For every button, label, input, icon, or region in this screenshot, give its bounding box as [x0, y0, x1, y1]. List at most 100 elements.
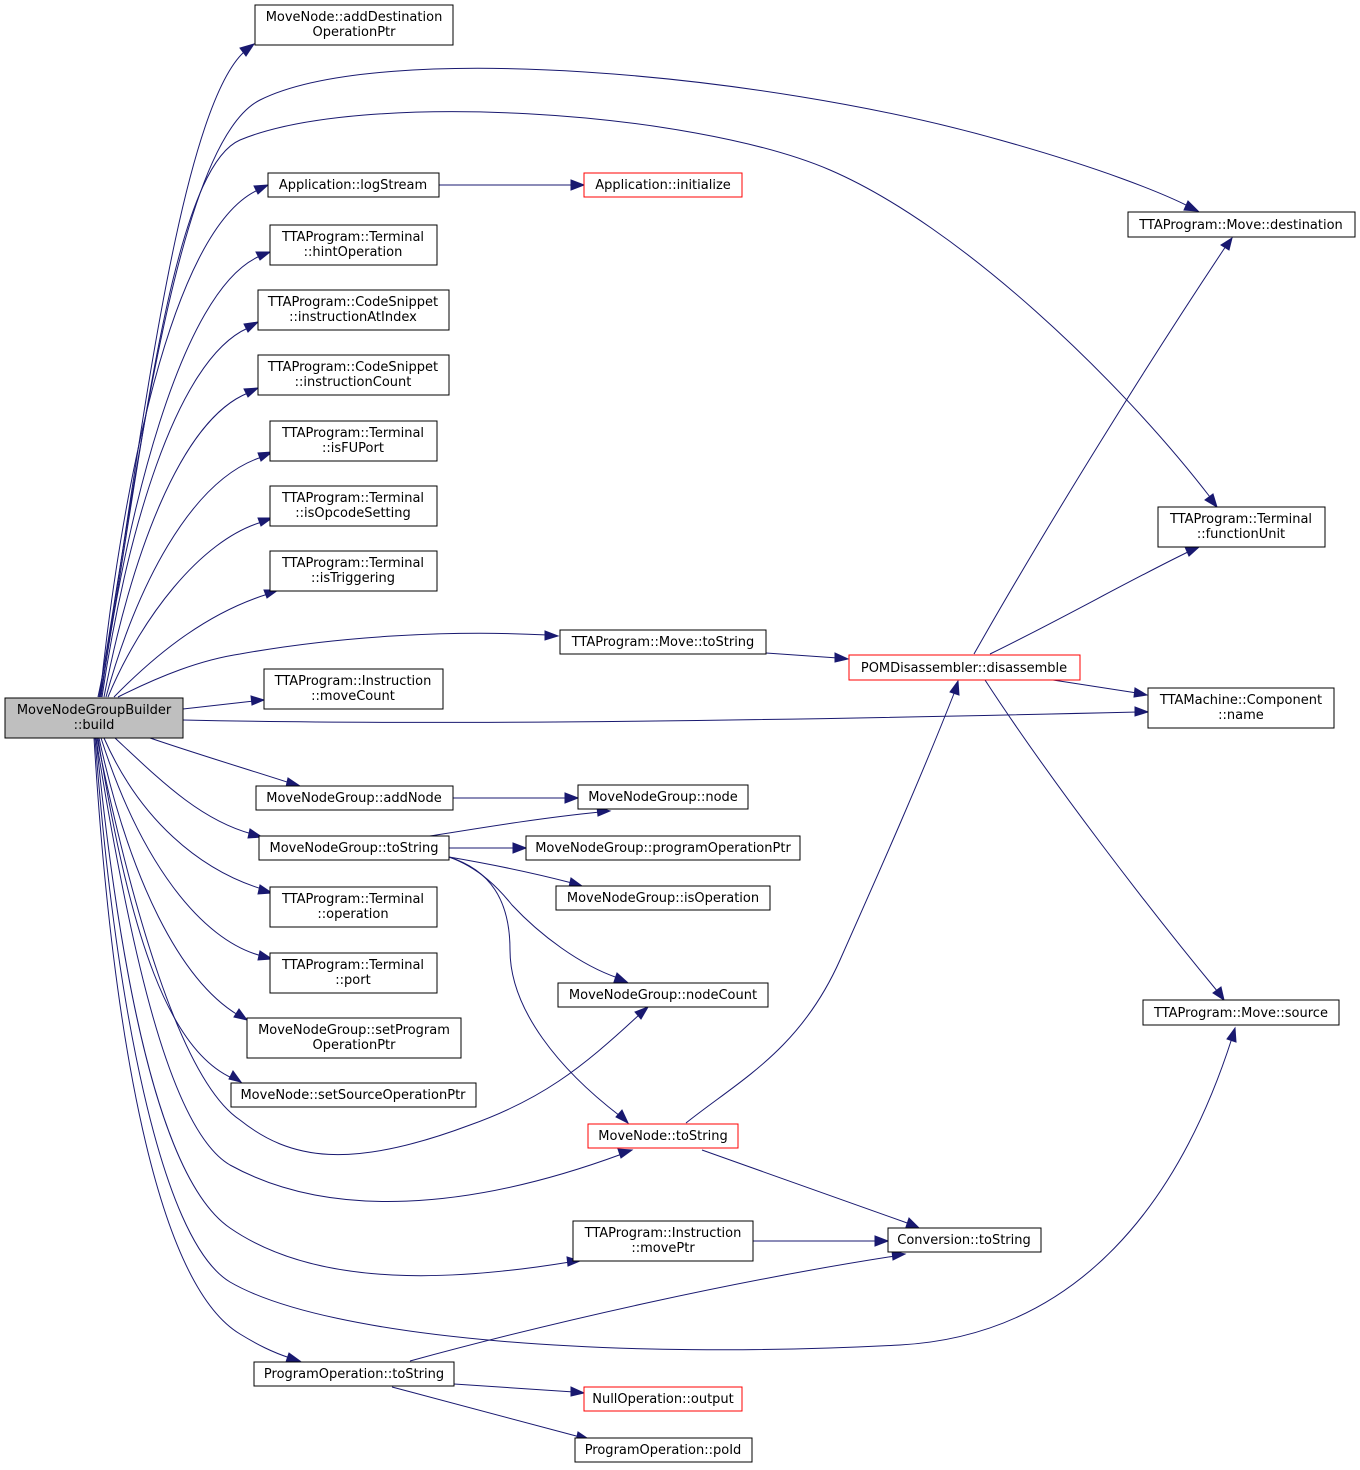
arrowhead	[1133, 687, 1149, 698]
node-label: TTAProgram::Move::source	[1153, 1006, 1328, 1021]
node-terminal-istriggering[interactable]: TTAProgram::Terminal ::isTriggering	[269, 550, 438, 592]
node-movenodegroup-setprogramoperationptr[interactable]: MoveNodeGroup::setProgram OperationPtr	[246, 1017, 462, 1059]
edge-mngToStr-mnToStr	[448, 856, 621, 1117]
node-move-tostring[interactable]: TTAProgram::Move::toString	[559, 629, 767, 655]
edge-progOpToStr-poId	[391, 1386, 581, 1438]
edge-root-funcUnit	[99, 111, 1211, 698]
node-codesnippet-instructioncount[interactable]: TTAProgram::CodeSnippet ::instructionCou…	[257, 354, 450, 396]
arrowhead	[250, 695, 266, 706]
node-nulloperation-output[interactable]: NullOperation::output	[583, 1386, 743, 1412]
node-label: MoveNode::toString	[598, 1129, 727, 1144]
edge-root-setProgOp	[98, 737, 239, 1016]
node-component-name[interactable]: TTAMachine::Component ::name	[1147, 687, 1335, 729]
node-label-line2: ::moveCount	[311, 689, 395, 704]
node-pomdisassembler-disassemble[interactable]: POMDisassembler::disassemble	[848, 654, 1081, 681]
edge-root-hintOp	[100, 255, 261, 698]
node-movenode-setsourceoperationptr[interactable]: MoveNode::setSourceOperationPtr	[230, 1082, 477, 1108]
node-label-line1: MoveNodeGroup::setProgram	[258, 1023, 450, 1038]
node-label-line2: ::functionUnit	[1197, 527, 1285, 542]
arrowhead	[257, 451, 274, 462]
arrowhead	[228, 1070, 243, 1083]
node-label-line2: OperationPtr	[313, 1038, 397, 1053]
node-label: TTAProgram::Move::destination	[1138, 218, 1343, 233]
node-programoperation-poid[interactable]: ProgramOperation::poId	[574, 1437, 753, 1463]
arrowhead	[1212, 986, 1225, 1002]
edge-root-setSrcOp	[97, 737, 233, 1079]
node-label: MoveNodeGroup::toString	[270, 841, 439, 856]
node-application-initialize[interactable]: Application::initialize	[583, 172, 743, 198]
node-terminal-hintoperation[interactable]: TTAProgram::Terminal ::hintOperation	[269, 224, 438, 266]
node-move-destination[interactable]: TTAProgram::Move::destination	[1127, 211, 1356, 238]
node-label: POMDisassembler::disassemble	[861, 661, 1067, 676]
node-label-line2: ::name	[1218, 708, 1264, 723]
edge-root-mngToStr	[114, 737, 253, 835]
edge-root-isTrigger	[113, 593, 269, 698]
node-movenodegroup-tostring[interactable]: MoveNodeGroup::toString	[258, 835, 450, 861]
node-label-line2: ::instructionAtIndex	[289, 310, 417, 325]
arrowhead	[1220, 236, 1233, 251]
edge-root-compName	[182, 711, 1139, 723]
node-codesnippet-instructionatindex[interactable]: TTAProgram::CodeSnippet ::instructionAtI…	[257, 289, 450, 331]
arrowhead	[634, 1006, 650, 1020]
edge-root-movePtr	[95, 737, 571, 1277]
edge-mngToStr-mnNode	[423, 811, 601, 838]
edge-mngToStr-isOperation	[448, 856, 573, 884]
node-movenodegroup-programoperationptr[interactable]: MoveNodeGroup::programOperationPtr	[525, 835, 801, 861]
edge-root-addNode	[149, 737, 291, 784]
edge-root-destination	[98, 67, 1189, 698]
arrowhead	[255, 251, 272, 261]
node-application-logstream[interactable]: Application::logStream	[267, 172, 440, 198]
node-movenodegroup-addnode[interactable]: MoveNodeGroup::addNode	[255, 785, 454, 811]
node-movenode-tostring[interactable]: MoveNode::toString	[587, 1123, 739, 1149]
node-programoperation-tostring[interactable]: ProgramOperation::toString	[253, 1361, 455, 1387]
edge-root-progOpToStr	[93, 737, 291, 1359]
node-label-line1: TTAProgram::Terminal	[1169, 512, 1312, 527]
node-label-line1: MoveNode::addDestination	[266, 10, 443, 25]
node-label: ProgramOperation::poId	[585, 1443, 742, 1458]
node-instruction-moveptr[interactable]: TTAProgram::Instruction ::movePtr	[572, 1220, 754, 1262]
node-conversion-tostring[interactable]: Conversion::toString	[887, 1227, 1042, 1253]
node-label: MoveNodeGroup::addNode	[266, 791, 442, 806]
node-label-line2: ::isFUPort	[322, 441, 384, 456]
node-label: MoveNodeGroup::programOperationPtr	[535, 841, 791, 856]
arrowhead	[1204, 493, 1218, 509]
node-terminal-operation[interactable]: TTAProgram::Terminal ::operation	[269, 886, 438, 928]
node-movenode-adddestinationoperationptr[interactable]: MoveNode::addDestination OperationPtr	[254, 4, 454, 46]
node-label-line1: TTAProgram::Terminal	[281, 892, 424, 907]
arrowhead	[874, 1235, 890, 1247]
node-move-source[interactable]: TTAProgram::Move::source	[1142, 999, 1340, 1026]
node-terminal-isfuport[interactable]: TTAProgram::Terminal ::isFUPort	[269, 420, 438, 462]
arrowhead	[243, 387, 260, 398]
node-terminal-functionunit[interactable]: TTAProgram::Terminal ::functionUnit	[1157, 506, 1326, 548]
node-label-line2: ::hintOperation	[304, 245, 403, 260]
edge-root-operation	[103, 737, 263, 890]
edge-root-instrCount	[103, 392, 249, 698]
arrowhead	[257, 884, 274, 895]
arrowhead	[1134, 706, 1150, 717]
node-label: MoveNodeGroup::nodeCount	[569, 988, 757, 1003]
node-label: MoveNodeGroup::isOperation	[567, 891, 759, 906]
edge-root-addDestOp	[97, 51, 245, 698]
node-movenodegroupbuilder-build[interactable]: MoveNodeGroupBuilder ::build	[4, 697, 184, 739]
node-instruction-movecount[interactable]: TTAProgram::Instruction ::moveCount	[263, 668, 444, 710]
node-label-line1: TTAProgram::CodeSnippet	[267, 295, 438, 310]
node-label: MoveNodeGroup::node	[588, 790, 738, 805]
edge-mnToStr-convToStr	[701, 1149, 911, 1225]
arrowhead	[544, 630, 560, 641]
node-terminal-port[interactable]: TTAProgram::Terminal ::port	[269, 952, 438, 994]
node-label: ProgramOperation::toString	[264, 1367, 444, 1382]
node-movenodegroup-isoperation[interactable]: MoveNodeGroup::isOperation	[555, 885, 771, 911]
edge-root-instrAtIdx	[101, 327, 249, 698]
node-label-line1: TTAProgram::Terminal	[281, 958, 424, 973]
arrowhead	[617, 1148, 634, 1159]
node-movenodegroup-nodecount[interactable]: MoveNodeGroup::nodeCount	[557, 982, 769, 1008]
call-edges	[93, 43, 1237, 1442]
arrowhead	[570, 179, 586, 191]
edge-disassemble-destination	[973, 245, 1227, 655]
edge-progOpToStr-nullOut	[453, 1383, 575, 1393]
node-terminal-isopcodesetting[interactable]: TTAProgram::Terminal ::isOpcodeSetting	[269, 485, 438, 527]
node-movenodegroup-node[interactable]: MoveNodeGroup::node	[577, 784, 749, 810]
edge-root-isOpcode	[107, 521, 263, 698]
node-label-line1: MoveNodeGroupBuilder	[17, 703, 172, 718]
